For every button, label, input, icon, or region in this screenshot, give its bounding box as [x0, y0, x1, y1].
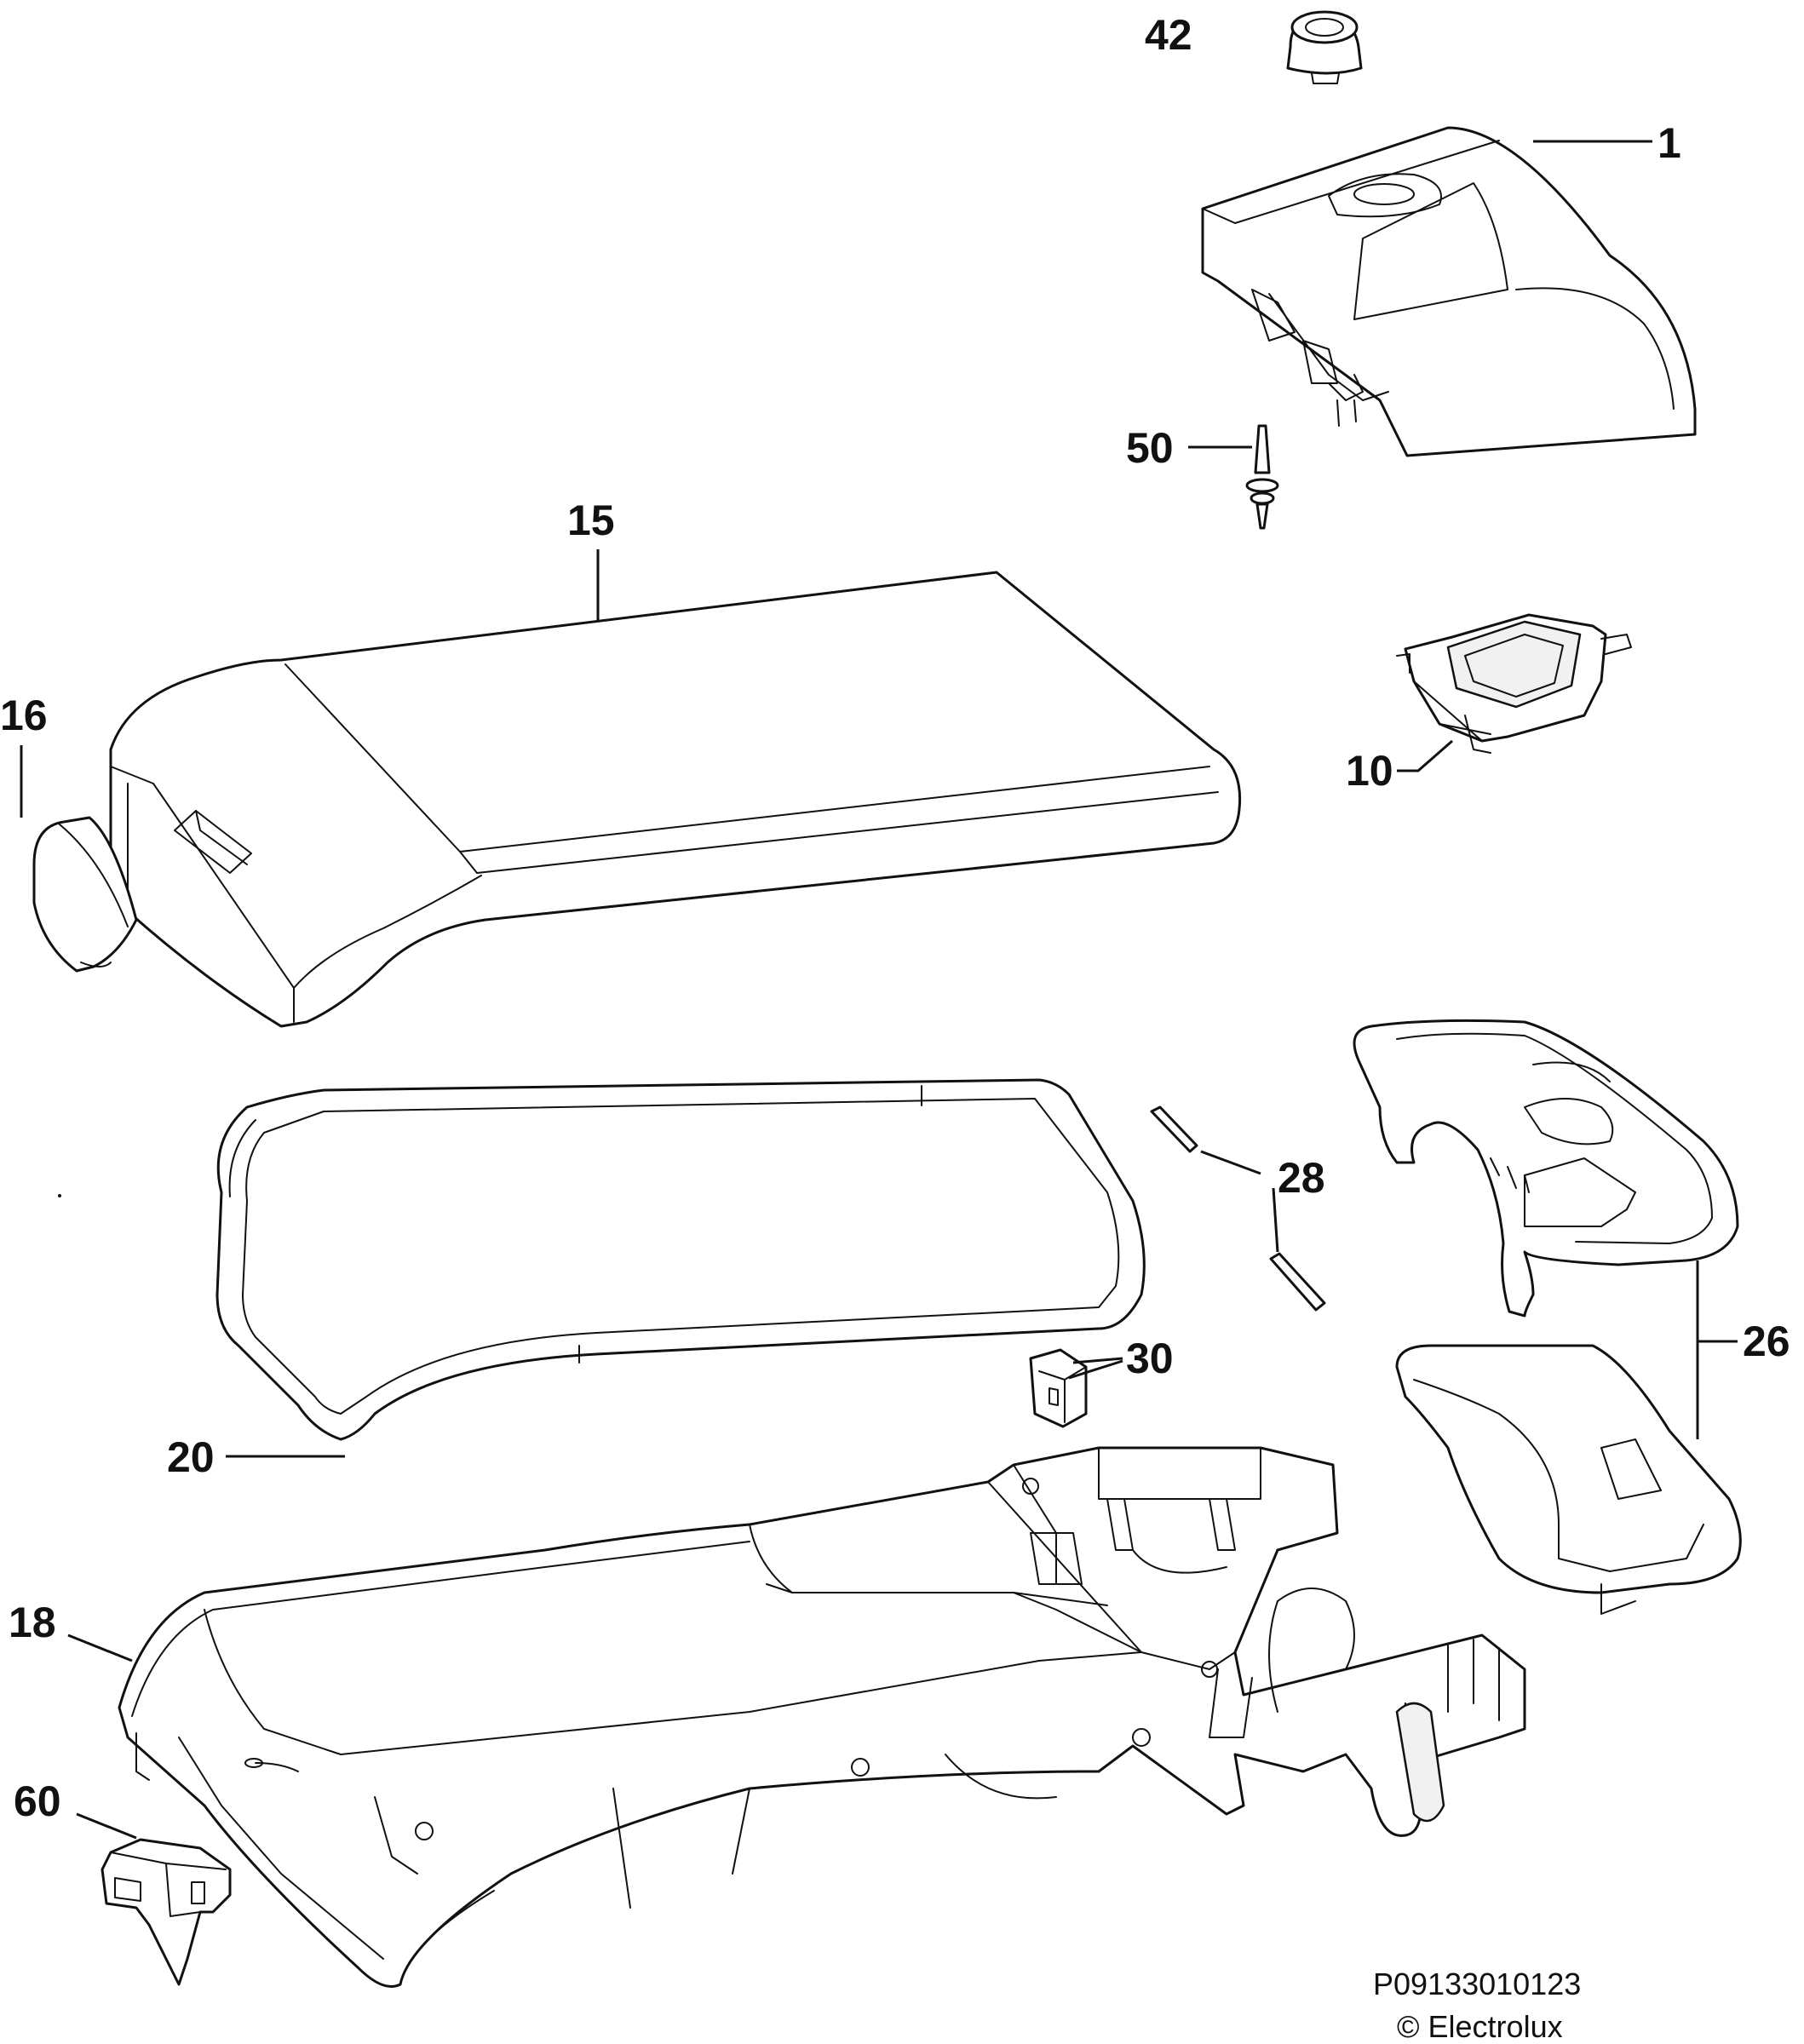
part-10-selector-module	[1396, 613, 1632, 754]
leader-60	[76, 1812, 137, 1840]
stray-dot	[58, 1194, 61, 1197]
callout-26: 26	[1743, 1318, 1790, 1365]
callout-20: 20	[167, 1433, 215, 1481]
part-15-lid	[109, 571, 1242, 1028]
leader-18	[67, 1633, 133, 1662]
callout-50: 50	[1126, 424, 1174, 472]
leader-10	[1397, 739, 1453, 772]
callout-42: 42	[1145, 11, 1192, 59]
part-42-knob	[1286, 10, 1363, 84]
part-60-latch	[101, 1838, 232, 1986]
drawing-code: P09133010123	[1373, 1966, 1581, 2001]
part-30-clip	[1029, 1348, 1088, 1428]
part-1-control-housing	[1201, 126, 1697, 457]
part-26-handle	[1353, 1019, 1742, 1615]
leader-28	[1200, 1150, 1279, 1253]
part-28-pins	[1150, 1105, 1326, 1312]
part-16-end-cap	[32, 816, 138, 973]
part-18-base-frame	[118, 1446, 1526, 1988]
callout-16: 16	[0, 692, 48, 739]
leader-30	[1068, 1357, 1123, 1380]
callout-18: 18	[9, 1599, 56, 1646]
callout-10: 10	[1346, 747, 1393, 795]
callout-15: 15	[567, 497, 615, 544]
callout-28: 28	[1278, 1154, 1325, 1202]
part-20-gasket	[215, 1078, 1146, 1441]
callout-1: 1	[1657, 119, 1681, 167]
callout-30: 30	[1126, 1335, 1174, 1382]
leader-26	[1696, 1260, 1738, 1439]
part-50-screw	[1245, 424, 1279, 530]
copyright-text: © Electrolux	[1397, 2009, 1563, 2044]
callout-60: 60	[14, 1777, 61, 1825]
